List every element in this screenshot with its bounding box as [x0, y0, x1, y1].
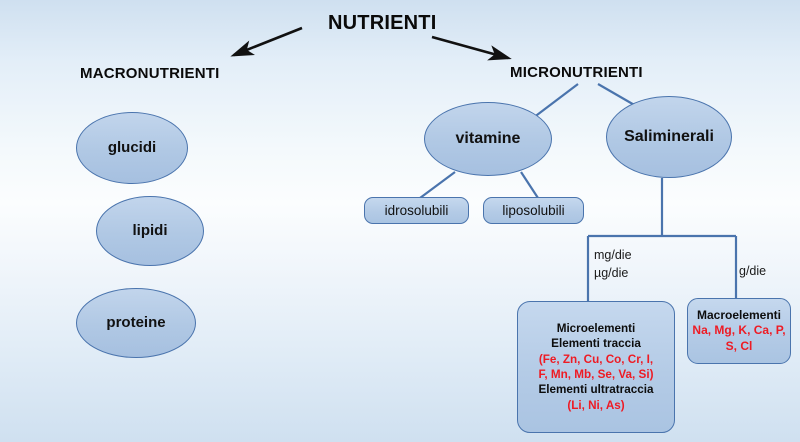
node-vitamine[interactable]: vitamine [424, 102, 552, 176]
microelementi-line-3: (Fe, Zn, Cu, Co, Cr, I, [538, 352, 654, 366]
label-mg-die: mg/die [594, 248, 632, 262]
label-ug-die: µg/die [594, 266, 629, 281]
node-liposolubili[interactable]: liposolubili [483, 197, 584, 224]
microelementi-line-5: Elementi ultratraccia [538, 383, 654, 397]
node-microelementi[interactable]: Microelementi Elementi traccia (Fe, Zn, … [517, 301, 675, 433]
diagram-title: NUTRIENTI [328, 12, 437, 34]
node-macroelementi[interactable]: Macroelementi Na, Mg, K, Ca, P, S, Cl [687, 298, 791, 364]
node-proteine[interactable]: proteine [76, 288, 196, 358]
node-lipidi[interactable]: lipidi [96, 196, 204, 266]
node-sali-minerali-line2: minerali [652, 127, 714, 145]
heading-macronutrienti: MACRONUTRIENTI [80, 65, 220, 82]
node-idrosolubili[interactable]: idrosolubili [364, 197, 469, 224]
arrow-to-micronutrienti [431, 35, 512, 61]
arrow-to-macronutrienti [230, 26, 303, 57]
microelementi-line-6: (Li, Ni, As) [567, 398, 625, 412]
microelementi-line-1: Microelementi [556, 321, 636, 335]
node-sali-minerali-line1: Sali [624, 127, 653, 145]
macroelementi-line-3: S, Cl [725, 338, 753, 353]
node-sali-minerali[interactable]: Sali minerali [606, 96, 732, 178]
connector-vitamine-liposolubili [520, 171, 539, 199]
label-g-die: g/die [739, 264, 767, 278]
macroelementi-line-1: Macroelementi [696, 307, 782, 322]
microelementi-line-2: Elementi traccia [551, 337, 641, 351]
node-glucidi[interactable]: glucidi [76, 112, 188, 184]
macroelementi-line-2: Na, Mg, K, Ca, P, [692, 323, 786, 338]
label-microelement-units: mg/die µg/die [594, 246, 632, 282]
connector-vitamine-idrosolubili [419, 171, 456, 199]
microelementi-line-4: F, Mn, Mb, Se, Va, Si) [538, 368, 654, 381]
connector-micro-vitamine [532, 83, 579, 119]
heading-micronutrienti: MICRONUTRIENTI [510, 64, 643, 81]
